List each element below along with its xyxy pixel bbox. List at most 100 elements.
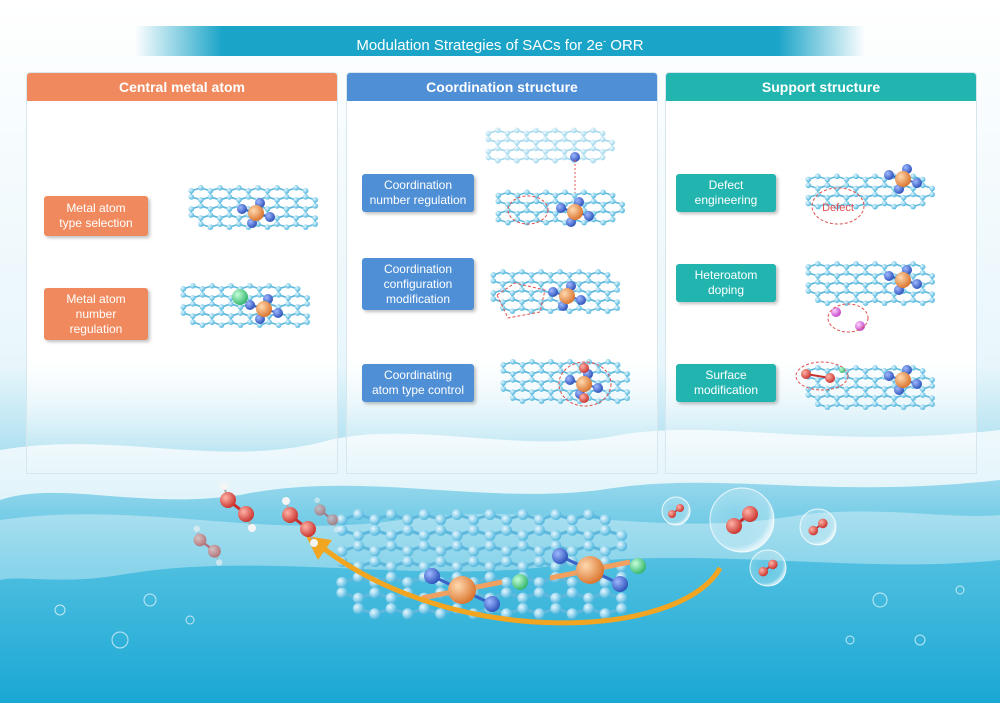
carbon-atom xyxy=(500,576,512,588)
carbon-atom xyxy=(843,404,850,410)
carbon-atom xyxy=(929,185,935,192)
carbon-atom xyxy=(834,395,840,401)
carbon-atom xyxy=(524,201,530,208)
carbon-atom xyxy=(484,529,496,541)
carbon-atom xyxy=(529,389,535,395)
nitrogen-atom xyxy=(245,300,255,310)
carbon-atom xyxy=(533,198,540,205)
carbon-atom xyxy=(500,556,512,568)
water-bubble xyxy=(845,635,855,645)
carbon-atom xyxy=(824,194,831,201)
carbon-atom xyxy=(616,540,628,552)
carbon-atom xyxy=(824,200,831,207)
metal-atom xyxy=(248,205,264,221)
carbon-atom xyxy=(824,368,831,374)
carbon-atom xyxy=(910,261,916,267)
carbon-atom xyxy=(514,139,520,146)
carbon-atom xyxy=(929,273,935,279)
carbon-atom xyxy=(180,292,187,298)
carbon-atom xyxy=(624,377,630,383)
carbon-atom xyxy=(218,322,225,328)
carbon-atom xyxy=(834,291,840,297)
graphene-sheet xyxy=(485,127,615,164)
carbon-atom xyxy=(209,301,215,307)
carbon-atom xyxy=(543,219,549,226)
carbon-atom xyxy=(891,365,897,371)
hydrogen-atom xyxy=(334,526,340,533)
carbon-atom xyxy=(533,608,545,620)
carbon-atom xyxy=(805,176,812,183)
carbon-atom xyxy=(548,371,554,377)
carbon-atom xyxy=(605,395,611,401)
carbon-atom xyxy=(228,319,234,325)
carbon-atom xyxy=(600,201,606,208)
nitrogen-atom xyxy=(484,596,500,612)
carbon-atom xyxy=(293,185,299,191)
carbon-atom xyxy=(237,322,244,328)
second-metal-atom xyxy=(512,574,528,590)
nitrogen-atom xyxy=(565,375,575,385)
nitrogen-atom xyxy=(912,379,922,389)
carbon-atom xyxy=(533,216,540,223)
carbon-atom xyxy=(580,130,587,137)
carbon-atom xyxy=(495,198,502,205)
carbon-atom xyxy=(385,561,397,573)
carbon-atom xyxy=(435,545,447,557)
carbon-atom xyxy=(576,287,582,293)
carbon-atom xyxy=(583,540,595,552)
carbon-atom xyxy=(312,215,318,221)
carbon-atom xyxy=(190,313,196,319)
oxygen-atom xyxy=(758,566,768,577)
carbon-atom xyxy=(369,556,381,568)
water-bubble xyxy=(872,592,888,608)
carbon-atom xyxy=(180,304,187,310)
carbon-atom xyxy=(805,282,812,288)
carbon-atom xyxy=(824,392,831,398)
carbon-atom xyxy=(294,286,301,292)
carbon-atom xyxy=(929,279,935,285)
oxygen-atom xyxy=(314,504,326,516)
carbon-atom xyxy=(881,282,888,288)
panel-header-support-structure: Support structure xyxy=(666,73,976,101)
carbon-atom xyxy=(900,200,907,207)
carbon-atom xyxy=(484,561,496,573)
carbon-atom xyxy=(369,524,381,536)
carbon-atom xyxy=(872,395,878,401)
carbon-atom xyxy=(352,603,364,615)
carbon-atom xyxy=(228,313,234,319)
carbon-atom xyxy=(198,203,204,209)
carbon-atom xyxy=(264,224,271,230)
carbon-atom xyxy=(580,136,587,143)
carbon-atom xyxy=(500,545,512,557)
carbon-atom xyxy=(514,127,520,134)
carbon-atom xyxy=(336,545,348,557)
figure-title: Modulation Strategies of SACs for 2e- OR… xyxy=(135,26,865,56)
carbon-atom xyxy=(853,383,859,389)
hydrogen-atom xyxy=(220,482,228,490)
carbon-atom xyxy=(599,524,611,536)
carbon-atom xyxy=(180,286,187,292)
carbon-atom xyxy=(561,130,568,137)
carbon-atom xyxy=(505,189,511,196)
carbon-atom xyxy=(815,401,821,407)
carbon-atom xyxy=(872,377,878,383)
carbon-atom xyxy=(616,592,628,604)
carbon-atom xyxy=(418,509,430,521)
carbon-atom xyxy=(583,603,595,615)
carbon-atom xyxy=(385,571,397,583)
carbon-atom xyxy=(599,514,611,526)
carbon-atom xyxy=(509,296,516,302)
carbon-atom xyxy=(557,281,563,287)
carbon-atom xyxy=(484,571,496,583)
carbon-atom xyxy=(274,203,280,209)
nitrogen-atom xyxy=(265,212,275,222)
carbon-atom xyxy=(604,290,611,296)
carbon-atom xyxy=(533,576,545,588)
carbon-atom xyxy=(862,368,869,374)
carbon-atom xyxy=(402,524,414,536)
carbon-atom xyxy=(566,272,573,278)
carbon-atom xyxy=(517,592,529,604)
carbon-atom xyxy=(614,299,620,305)
carbon-atom xyxy=(881,264,888,270)
